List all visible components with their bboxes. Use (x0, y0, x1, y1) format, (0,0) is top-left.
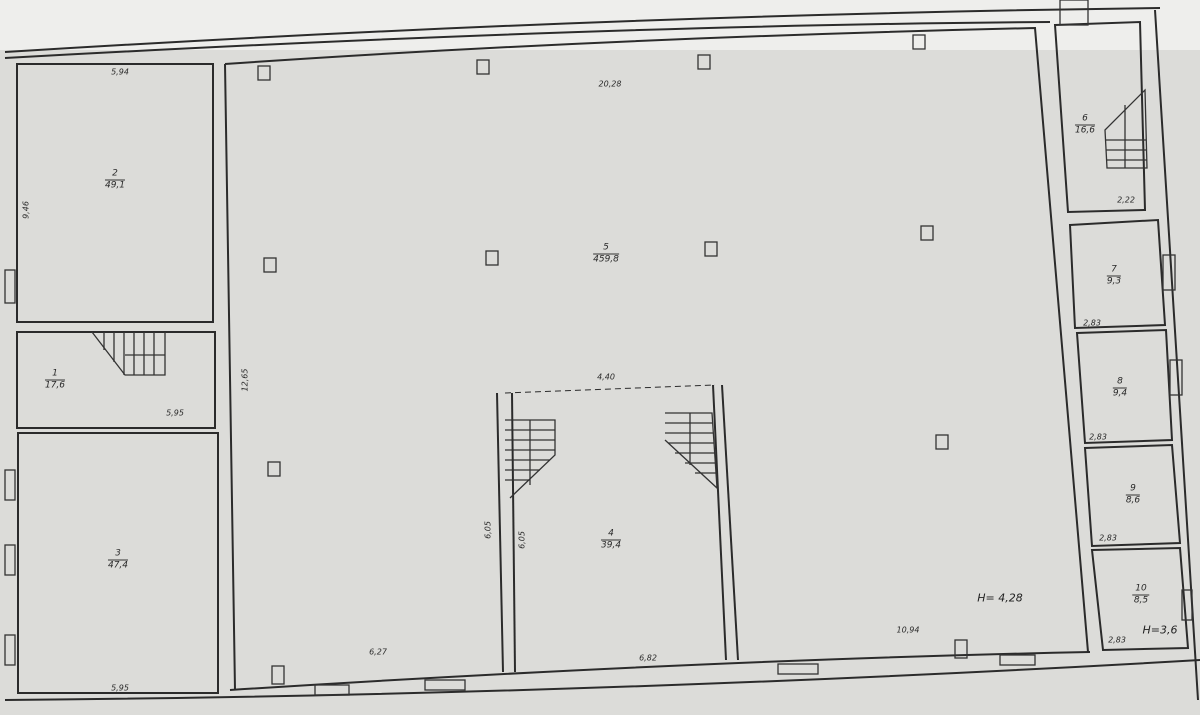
room-2-walls (16, 63, 214, 323)
ceiling-height-main: H= 4,28 (977, 591, 1023, 605)
stair-left-room (91, 331, 166, 376)
main-hall-walls (224, 26, 1089, 691)
outer-wall-top (4, 7, 1161, 53)
outer-wall-bottom (4, 659, 1200, 701)
room-area: 39,4 (600, 540, 622, 551)
room-area: 16,6 (1074, 125, 1096, 136)
room-area: 8,5 (1133, 595, 1149, 606)
ceiling-height-side: H=3,6 (1142, 623, 1178, 637)
dimension-label: 2,22 (1117, 195, 1135, 205)
dimension-label: 2,83 (1089, 432, 1107, 442)
room-area: 17,6 (44, 380, 66, 391)
room-number: 10 (1132, 584, 1150, 596)
room-number: 2 (104, 169, 126, 181)
dimension-label: 6,05 (517, 531, 527, 549)
right-wing-walls (1053, 20, 1147, 214)
room-number: 8 (1112, 377, 1128, 389)
room-area: 47,4 (107, 560, 129, 571)
room-3-walls (17, 432, 219, 694)
dimension-label: 12,65 (240, 368, 250, 392)
room-area: 9,3 (1106, 276, 1122, 287)
room-area: 9,4 (1112, 388, 1128, 399)
stair-room-6 (1104, 88, 1148, 169)
room-number: 6 (1074, 114, 1096, 126)
room-area: 8,6 (1125, 495, 1141, 506)
dimension-label: 10,94 (896, 625, 920, 635)
dimension-label: 5,95 (111, 683, 129, 693)
room-area: 49,1 (104, 180, 126, 191)
dimension-label: 2,83 (1099, 533, 1117, 543)
room-number: 3 (107, 549, 129, 561)
room-1-walls (16, 331, 216, 429)
dimension-label: 5,95 (166, 408, 184, 418)
dimension-label: 5,94 (111, 67, 129, 77)
dimension-label: 2,83 (1108, 635, 1126, 645)
room-number: 4 (600, 529, 622, 541)
dimension-label: 6,27 (369, 647, 387, 657)
room-number: 7 (1106, 265, 1122, 277)
dimension-label: 4,40 (597, 372, 615, 382)
dimension-label: 6,82 (639, 653, 657, 663)
room-area: 459,8 (593, 254, 619, 265)
dimension-label: 20,28 (598, 79, 622, 89)
dimension-label: 6,05 (483, 521, 493, 539)
room-number: 5 (593, 243, 619, 255)
room-number: 1 (44, 369, 66, 381)
dimension-label: 9,46 (21, 201, 31, 219)
room-number: 9 (1125, 484, 1141, 496)
dimension-label: 2,83 (1083, 318, 1101, 328)
stair-hall-right (664, 412, 718, 490)
